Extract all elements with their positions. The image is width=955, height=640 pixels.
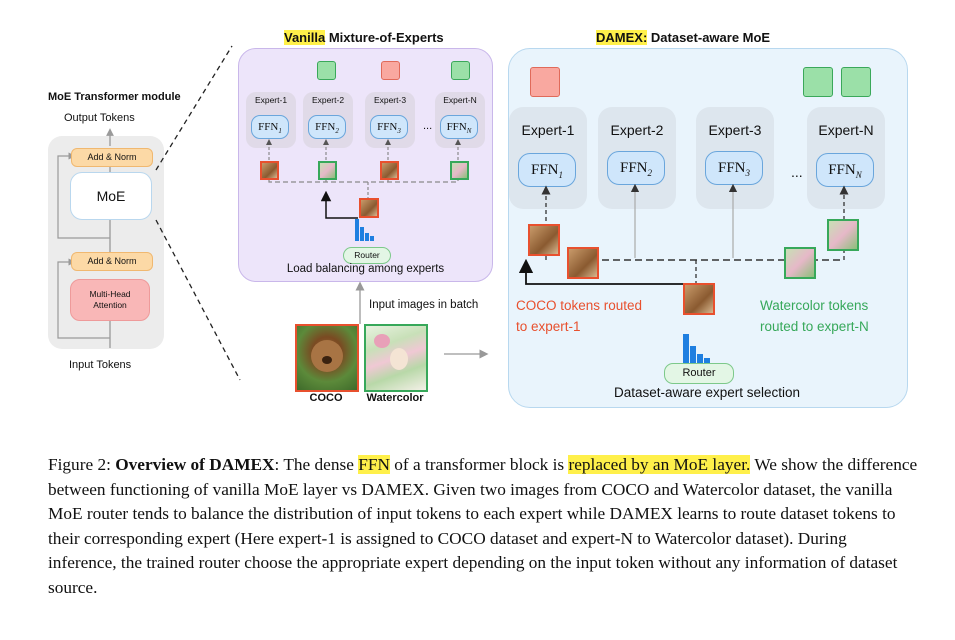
damex-router-label: Router: [682, 367, 716, 379]
damex-expert-label: Expert-2: [610, 122, 664, 138]
damex-router-input-token: [683, 283, 715, 315]
add-norm-bottom: Add & Norm: [71, 252, 153, 271]
vanilla-router: Router: [343, 247, 391, 264]
vanilla-expert-label: Expert-N: [443, 95, 477, 105]
damex-choice-square-green: [803, 67, 833, 97]
damex-router-bars: [683, 334, 710, 364]
mha-line1: Multi-Head: [89, 289, 131, 299]
vanilla-ffn-1: FFN1: [251, 115, 289, 139]
input-tokens-label: Input Tokens: [69, 359, 132, 371]
coco-label: COCO: [309, 392, 343, 404]
coco-route-line2: to expert-1: [516, 319, 581, 334]
damex-choice-square-red: [530, 67, 560, 97]
zoom-lines: [155, 45, 241, 381]
damex-ellipsis: ...: [791, 164, 803, 180]
moe-block: MoE: [70, 172, 152, 220]
caption-highlight-replaced: replaced by an MoE layer.: [568, 455, 751, 474]
damex-ffn-n: FFNN: [816, 153, 874, 187]
vanilla-title-rest: Mixture-of-Experts: [325, 30, 444, 45]
module-title: MoE Transformer module: [48, 91, 181, 103]
damex-title: DAMEX: Dataset-aware MoE: [596, 30, 770, 45]
vanilla-routing-lines: [266, 139, 461, 219]
coco-image: [295, 324, 359, 392]
vanilla-choice-square: [451, 61, 470, 80]
input-arrow-up: [355, 281, 365, 324]
add-norm-top: Add & Norm: [71, 148, 153, 167]
wc-route-line1: Watercolor tokens: [760, 298, 869, 313]
output-tokens-label: Output Tokens: [64, 112, 135, 124]
watercolor-image: [364, 324, 428, 392]
damex-expert-label: Expert-N: [818, 122, 874, 138]
add-norm-top-label: Add & Norm: [87, 152, 137, 162]
coco-route-line1: COCO tokens routed: [516, 298, 643, 313]
damex-watercolor-token: [827, 219, 859, 251]
vanilla-choice-square: [317, 61, 336, 80]
vanilla-coco-token: [260, 161, 279, 180]
damex-expert-label: Expert-3: [708, 122, 762, 138]
vanilla-coco-token: [380, 161, 399, 180]
vanilla-ffn-2: FFN2: [308, 115, 346, 139]
vanilla-ffn-3: FFN3: [370, 115, 408, 139]
moe-label: MoE: [96, 188, 126, 204]
damex-router: Router: [664, 363, 734, 384]
vanilla-ffn-n: FFNN: [440, 115, 478, 139]
vanilla-router-input-token: [359, 198, 379, 218]
vanilla-expert-label: Expert-3: [373, 95, 407, 105]
damex-bottom-label: Dataset-aware expert selection: [613, 385, 801, 400]
flower-icon: [374, 334, 390, 348]
vanilla-ellipsis: ...: [423, 120, 433, 132]
add-norm-bottom-label: Add & Norm: [87, 256, 137, 266]
damex-ffn-2: FFN2: [607, 151, 665, 185]
vanilla-router-label: Router: [354, 250, 380, 260]
vanilla-watercolor-token: [450, 161, 469, 180]
vanilla-expert-label: Expert-2: [311, 95, 345, 105]
face-icon: [390, 348, 408, 370]
input-arrow-right: [444, 349, 489, 359]
damex-watercolor-token: [784, 247, 816, 279]
vanilla-router-bars: [355, 219, 374, 241]
damex-ffn-1: FFN1: [518, 153, 576, 187]
vanilla-choice-square: [381, 61, 400, 80]
bear-nose-icon: [322, 356, 332, 364]
figure-caption: Figure 2: Overview of DAMEX: The dense F…: [48, 453, 918, 601]
damex-expert-label: Expert-1: [521, 122, 575, 138]
coco-route-text: COCO tokens routed to expert-1: [516, 295, 642, 337]
caption-title: Overview of DAMEX: [115, 455, 275, 474]
caption-paragraph: Figure 2: Overview of DAMEX: The dense F…: [48, 455, 918, 597]
caption-fig-label: Figure 2:: [48, 455, 116, 474]
caption-highlight-ffn: FFN: [358, 455, 390, 474]
vanilla-bottom-label: Load balancing among experts: [286, 263, 445, 275]
mha-line2: Attention: [93, 300, 127, 310]
damex-title-highlight: DAMEX:: [596, 30, 648, 45]
damex-coco-token: [567, 247, 599, 279]
watercolor-route-text: Watercolor tokens routed to expert-N: [760, 295, 869, 337]
input-images-batch-label: Input images in batch: [369, 299, 479, 311]
vanilla-expert-label: Expert-1: [254, 95, 288, 105]
damex-choice-square-green: [841, 67, 871, 97]
watercolor-label: Watercolor: [366, 392, 424, 404]
multi-head-attention-block: Multi-Head Attention: [70, 279, 150, 321]
vanilla-title-highlight: Vanilla: [284, 30, 326, 45]
vanilla-title: Vanilla Mixture-of-Experts: [284, 30, 444, 45]
module-connectors: [57, 128, 114, 348]
damex-routing-lines: [518, 183, 849, 314]
damex-coco-token: [528, 224, 560, 256]
wc-route-line2: routed to expert-N: [760, 319, 869, 334]
vanilla-watercolor-token: [318, 161, 337, 180]
damex-title-rest: Dataset-aware MoE: [647, 30, 771, 45]
